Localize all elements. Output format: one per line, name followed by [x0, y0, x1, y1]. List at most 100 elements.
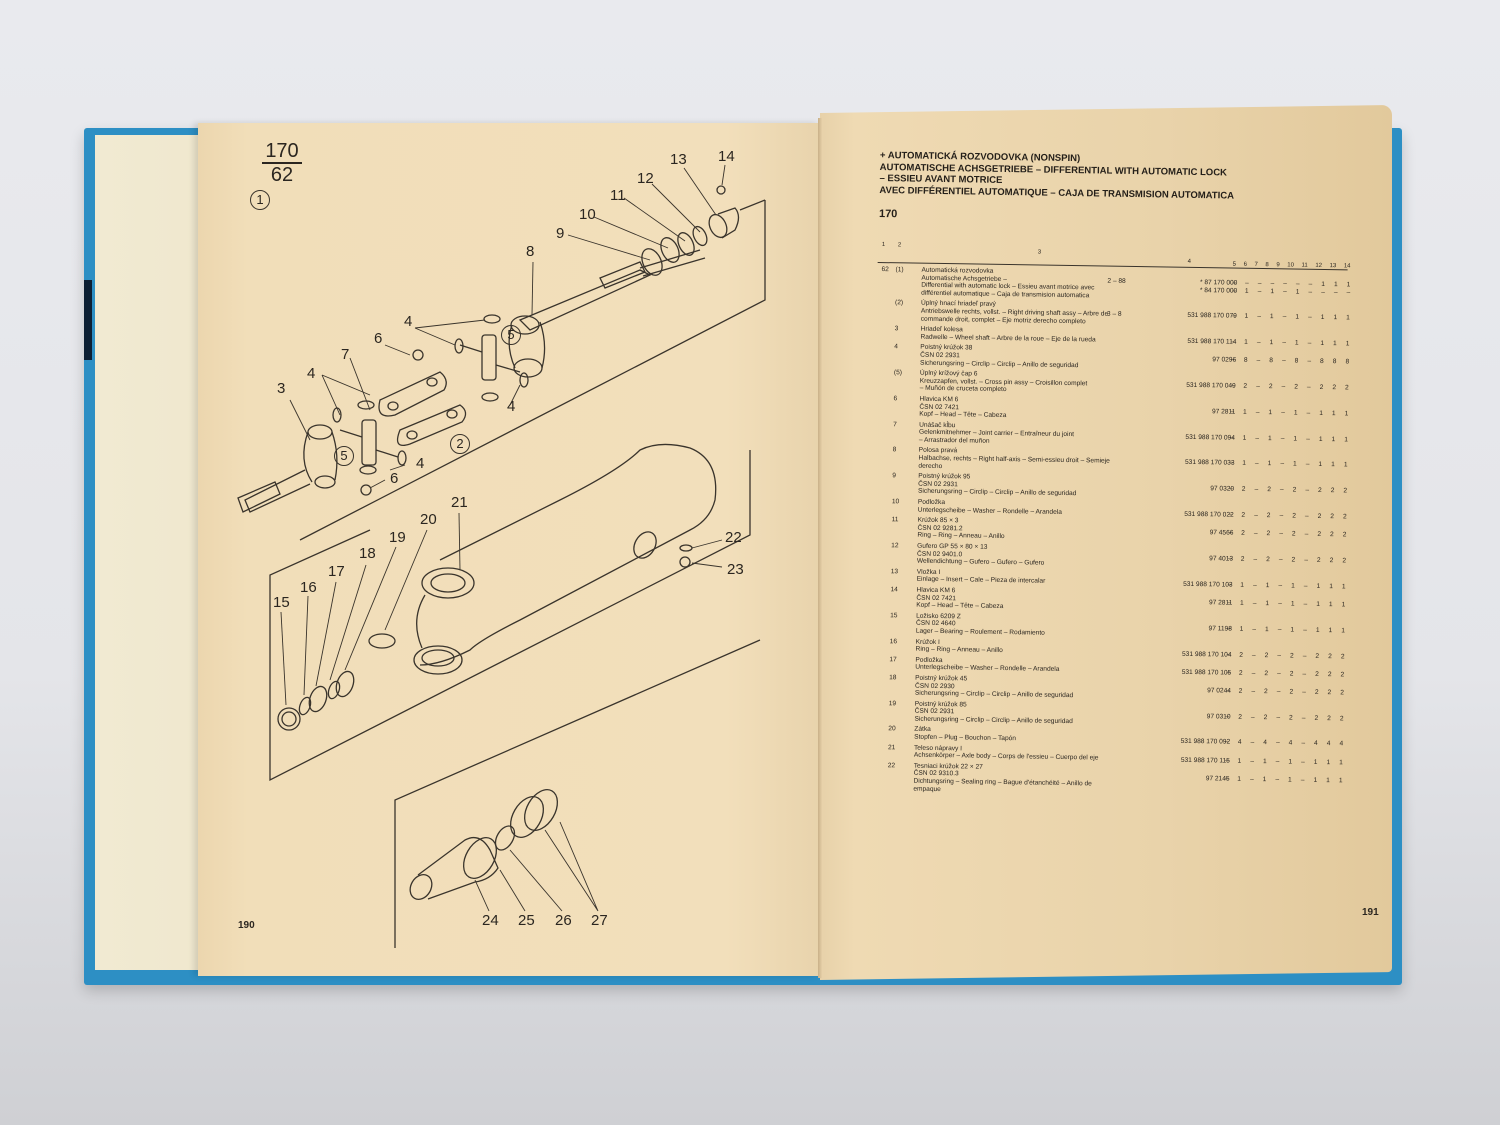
- callout-19: 19: [389, 529, 406, 546]
- quantity-cell: –: [1275, 757, 1280, 766]
- quantity-cell: 1: [1344, 436, 1348, 444]
- quantity-cell: 1: [1332, 340, 1337, 348]
- row-position: 18: [889, 674, 897, 682]
- quantity-cell: 2: [1289, 670, 1294, 678]
- quantity-cell: –: [1252, 599, 1257, 607]
- callout-10: 10: [579, 206, 596, 223]
- row-position: 17: [889, 655, 897, 664]
- quantity-cell: –: [1278, 582, 1283, 590]
- quantity-cell: 2: [1266, 556, 1270, 564]
- callout-4d: 4: [416, 455, 425, 472]
- quantity-cell: 1: [1288, 758, 1293, 766]
- quantity-cell: –: [1250, 739, 1255, 747]
- quantity-cell: 1: [1333, 281, 1338, 289]
- row-position: 13: [890, 568, 899, 576]
- row-part-number: 97 0296: [1212, 356, 1237, 364]
- quantity-cell: 1: [1339, 758, 1343, 767]
- exploded-axle-diagram: [237, 164, 766, 948]
- callout-8: 8: [526, 243, 535, 260]
- quantity-cell: –: [1275, 776, 1280, 784]
- quantity-cell: 1: [1239, 625, 1244, 633]
- row-description: Hriadeľ kolesa Radwelle – Wheel shaft – …: [920, 325, 1096, 344]
- quantity-cell: –: [1282, 288, 1287, 296]
- quantity-cell: –: [1303, 600, 1308, 608]
- quantity-cell: –: [1306, 383, 1311, 391]
- quantity-cell: 2: [1243, 382, 1248, 390]
- row-position: 14: [890, 586, 898, 594]
- quantity-cell: –: [1252, 581, 1257, 589]
- quantity-cell: 4: [1288, 739, 1293, 748]
- quantity-cell: –: [1276, 688, 1281, 696]
- row-position: 7: [893, 420, 897, 429]
- row-refs: 3 – 8: [1106, 310, 1122, 319]
- quantity-cell: 1: [1316, 600, 1320, 608]
- callout-18: 18: [359, 545, 376, 562]
- row-position: 15: [890, 611, 898, 620]
- quantity-cell: –: [1279, 530, 1283, 538]
- row-description: Polosa pravá Halbachse, rechts – Right h…: [918, 447, 1110, 470]
- quantity-cell: –: [1282, 339, 1286, 347]
- quantity-cell: 8: [1269, 357, 1273, 365]
- row-position: 19: [888, 699, 897, 708]
- quantity-cell: 1: [1321, 280, 1326, 289]
- row-part-number: 97 2145: [1205, 775, 1230, 783]
- callout-14: 14: [718, 148, 735, 165]
- figure-number-bottom: 62: [270, 164, 294, 186]
- quantity-cell: –: [1254, 460, 1259, 468]
- quantity-cell: 4: [1339, 740, 1344, 748]
- quantity-cell: 1: [1240, 581, 1245, 589]
- quantity-cell: –: [1255, 434, 1260, 442]
- quantity-cell: –: [1306, 435, 1310, 443]
- row-position: 16: [889, 637, 898, 645]
- quantity-cell: –: [1304, 556, 1308, 564]
- figure-number: 170 62: [262, 140, 302, 186]
- quantity-cell: 2: [1314, 714, 1319, 722]
- quantity-cell: 1: [1331, 435, 1336, 443]
- quantity-cell: 1: [1326, 776, 1330, 785]
- quantity-cell: –: [1249, 775, 1254, 783]
- row-part-number: 97 2811: [1211, 408, 1236, 416]
- quantity-cell: 2: [1317, 512, 1322, 521]
- row-description: Vložka I Einlage – Insert – Cale – Pieza…: [916, 568, 1046, 586]
- quantity-cell: 1: [1269, 339, 1274, 347]
- quantity-cell: –: [1256, 383, 1260, 391]
- quantity-cell: –: [1280, 460, 1285, 468]
- quantity-cell: 1: [1268, 409, 1273, 417]
- cover-edge-dark: [84, 280, 92, 360]
- quantity-cell: –: [1303, 582, 1308, 590]
- callout-6b: 6: [390, 470, 399, 487]
- quantity-cell: 2: [1241, 511, 1246, 519]
- quantity-cell: –: [1256, 357, 1261, 365]
- row-description: Unášač kĺbu Gelenkmitnehmer – Joint carr…: [918, 421, 1075, 445]
- callout-4c: 4: [507, 398, 516, 415]
- row-part-number: 531 988 170 094: [1185, 433, 1235, 442]
- callout-5a: 5: [501, 325, 521, 345]
- quantity-cell: –: [1276, 714, 1281, 722]
- quantity-cell: –: [1225, 713, 1230, 721]
- quantity-cell: 1: [1262, 757, 1267, 765]
- quantity-cell: –: [1305, 461, 1310, 469]
- callout-27: 27: [591, 912, 608, 929]
- row-part-number: 97 4566: [1209, 529, 1234, 537]
- row-part-number: 97 0310: [1206, 712, 1231, 721]
- quantity-cell: –: [1225, 687, 1230, 695]
- quantity-cell: 2: [1317, 531, 1322, 539]
- row-position: 20: [888, 725, 896, 733]
- quantity-cell: 1: [1318, 461, 1323, 469]
- quantity-cell: 2: [1289, 652, 1294, 660]
- quantity-cell: 1: [1313, 776, 1318, 784]
- quantity-cell: 8: [1345, 358, 1350, 366]
- quantity-cell: 1: [1313, 758, 1318, 766]
